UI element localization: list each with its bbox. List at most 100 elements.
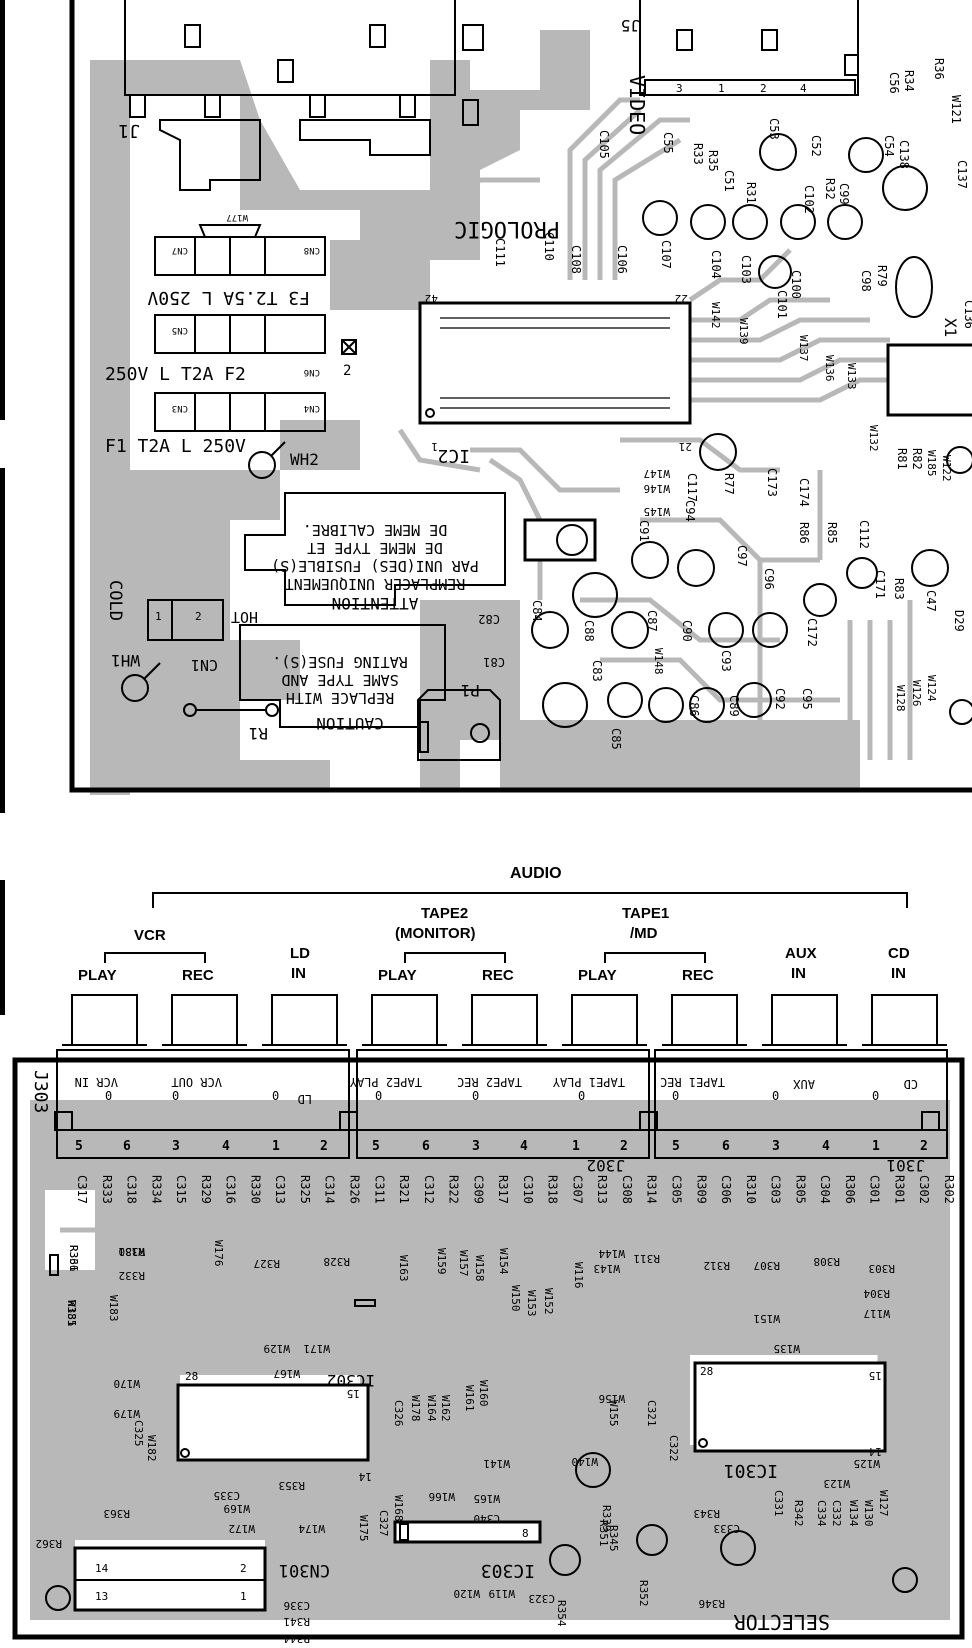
svg-text:C111: C111: [493, 238, 507, 267]
svg-text:R81: R81: [895, 448, 909, 470]
resistor-label: C311: [372, 1175, 386, 1204]
svg-text:2: 2: [240, 1562, 247, 1575]
bottom-capacitors: [49, 1254, 756, 1576]
x1-crystal: [895, 256, 933, 318]
component-label: W154: [497, 1248, 510, 1275]
component-label: R327: [254, 1257, 281, 1270]
svg-text:42: 42: [425, 292, 438, 305]
attention-notice: ATTENTION REMPLACER UNIQUEMENT PAR UNI(D…: [244, 492, 506, 613]
svg-text:C108: C108: [569, 245, 583, 274]
resistor-label: R330: [248, 1175, 262, 1204]
svg-text:W139: W139: [737, 318, 750, 345]
svg-text:P1: P1: [461, 681, 480, 700]
svg-text:C94: C94: [683, 500, 697, 522]
svg-text:14: 14: [868, 1445, 882, 1458]
svg-text:PLAY: PLAY: [578, 967, 617, 984]
component-label: C325: [132, 1420, 145, 1447]
svg-text:IN: IN: [791, 965, 806, 982]
svg-text:C110: C110: [542, 232, 556, 261]
svg-text:0: 0: [105, 1089, 112, 1103]
svg-text:R31: R31: [744, 182, 758, 204]
component-label: C332: [830, 1500, 843, 1527]
svg-text:4: 4: [822, 1139, 830, 1154]
svg-text:5: 5: [75, 1139, 83, 1154]
svg-text:C104: C104: [709, 250, 723, 279]
capacitor-circles: [531, 133, 972, 728]
resistor-label: R325: [298, 1175, 312, 1204]
svg-text:0: 0: [772, 1089, 779, 1103]
component-label: R342: [792, 1500, 805, 1527]
svg-text:RATING FUSE(S).: RATING FUSE(S).: [272, 653, 407, 671]
svg-text:C55: C55: [661, 132, 675, 154]
svg-text:TAPE2 PLAY: TAPE2 PLAY: [349, 1075, 422, 1089]
component-label: W151: [754, 1312, 781, 1325]
svg-text:C138: C138: [897, 140, 911, 169]
resistor-label: C312: [422, 1175, 436, 1204]
resistor-label: C302: [917, 1175, 931, 1204]
svg-text:5: 5: [372, 1139, 380, 1154]
component-label: W153: [525, 1290, 538, 1317]
svg-text:1: 1: [572, 1139, 580, 1154]
svg-text:W145: W145: [644, 505, 671, 518]
svg-text:REC: REC: [682, 967, 714, 984]
component-label: W129: [264, 1342, 291, 1355]
component-label: W125: [854, 1457, 881, 1470]
top-component-labels: C105 C55 R33 R35 C51 R31 R32 C52 C53 C99…: [478, 58, 972, 750]
svg-text:CAUTION: CAUTION: [316, 714, 383, 733]
top-board: J1 3 1 2 4 J5 VIDEO PROLOGIC CN7 CN8 W17…: [69, 0, 972, 795]
svg-text:R1: R1: [249, 724, 268, 743]
mounting-hole: [892, 1567, 918, 1593]
svg-text:C85: C85: [609, 728, 623, 750]
svg-text:C137: C137: [955, 160, 969, 189]
svg-text:22: 22: [675, 292, 688, 305]
svg-text:R36: R36: [932, 58, 946, 80]
svg-text:ATTENTION: ATTENTION: [332, 594, 419, 613]
component-label: W182: [145, 1435, 158, 1462]
resistor-label: C303: [769, 1175, 783, 1204]
resistor-label: R329: [199, 1175, 213, 1204]
svg-text:C92: C92: [773, 688, 787, 710]
svg-text:COLD: COLD: [105, 580, 125, 621]
ic303-chip: 8 IC303: [393, 1520, 542, 1581]
svg-text:TAPE2 REC: TAPE2 REC: [457, 1075, 522, 1089]
svg-text:W148: W148: [652, 648, 665, 675]
j303-label: J303: [30, 1070, 51, 1113]
svg-text:C52: C52: [809, 135, 823, 157]
ic302-chip: 28 15 14 IC302: [176, 1370, 375, 1483]
svg-text:CD: CD: [888, 945, 910, 962]
fuse-f1-rating: F1 T2A L 250V: [105, 436, 246, 457]
component-label: C323: [529, 1592, 556, 1605]
fuse-f2: CN5 CN6 250V L T2A F2 2: [105, 314, 357, 385]
svg-text:6: 6: [422, 1139, 430, 1154]
svg-text:AUX: AUX: [785, 945, 817, 962]
component-label: W120: [454, 1587, 481, 1600]
component-label: W119: [489, 1587, 516, 1600]
component-label: W181: [65, 1300, 78, 1327]
resistor-label: R309: [694, 1175, 708, 1204]
component-label: W166: [429, 1490, 456, 1503]
svg-text:CN6: CN6: [304, 367, 320, 377]
svg-text:C83: C83: [590, 660, 604, 682]
component-label: R311: [634, 1252, 661, 1265]
svg-text:8: 8: [522, 1527, 529, 1540]
svg-text:2: 2: [343, 363, 351, 379]
jack-blocks: VCR IN VCR OUT LD TAPE2 PLAY TAPE2 REC T…: [54, 1049, 948, 1159]
component-label: C340: [474, 1512, 501, 1525]
svg-text:HOT: HOT: [231, 608, 258, 626]
svg-text:C136: C136: [962, 300, 972, 329]
component-label: R335: [65, 1300, 78, 1327]
component-label: W161: [463, 1385, 476, 1412]
component-label: R354: [555, 1600, 568, 1627]
svg-text:R32: R32: [823, 178, 837, 200]
svg-text:C172: C172: [805, 618, 819, 647]
component-label: W176: [212, 1240, 225, 1267]
svg-text:28: 28: [700, 1365, 713, 1378]
ic301-label: IC301: [724, 1460, 778, 1481]
component-label: W168: [392, 1495, 405, 1522]
ic302-label: IC302: [327, 1371, 375, 1390]
wh2-terminal: WH2: [248, 441, 319, 479]
resistor-label: R305: [793, 1175, 807, 1204]
svg-text:CN4: CN4: [304, 403, 320, 413]
audio-title: AUDIO: [510, 865, 562, 882]
component-label: W157: [457, 1250, 470, 1277]
